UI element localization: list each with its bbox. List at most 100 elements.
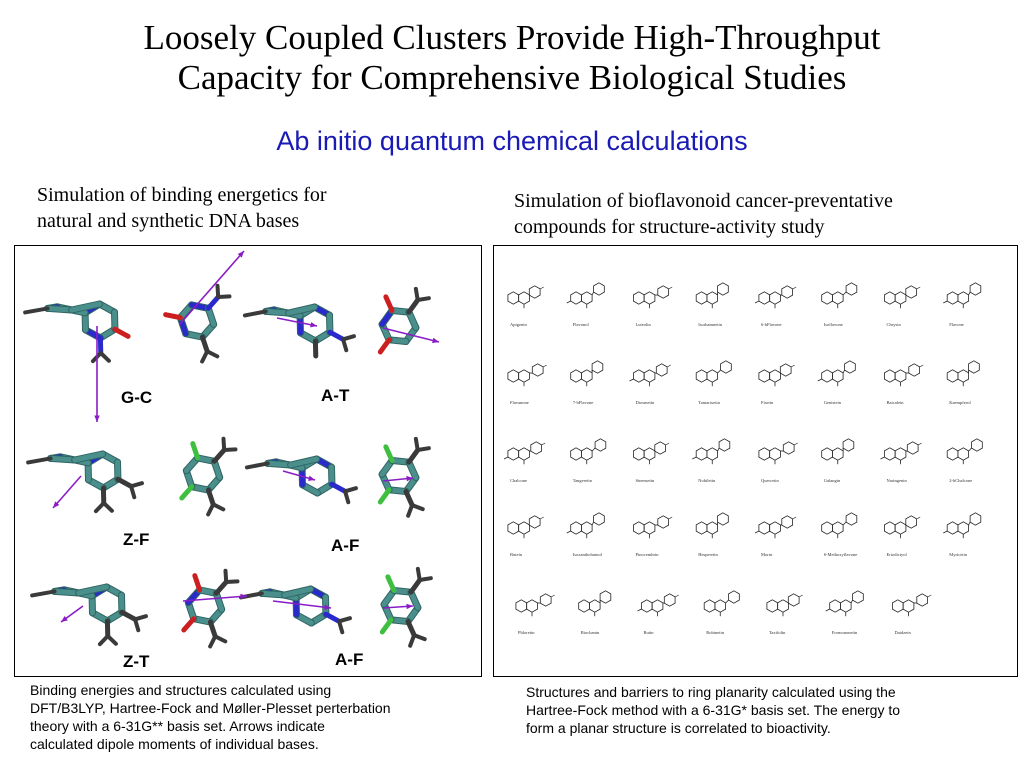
flavonoid-structure-0-6-ring-b [905, 285, 917, 299]
flavonoid-structure-3-0-ring-b [528, 515, 541, 529]
compound-name-label: Baicalein [886, 400, 904, 405]
flavonoid-structure-2-2-hydroxyl [665, 442, 670, 446]
flavonoid-structure-1-2 [629, 363, 671, 387]
compound-name-label: Luteolin [635, 322, 651, 327]
difluorotoluene-molecule-2-substituent-bond [377, 487, 392, 505]
flavonoid-structure-0-0-ring-a [507, 291, 520, 305]
compound-name-label: Apigenin [510, 322, 527, 327]
flavonoid-structure-3-4-ring-c [769, 521, 781, 535]
flavonoid-structure-1-2-ring-c [643, 369, 656, 383]
flavonoid-structure-0-1-hydroxyl-a [566, 300, 571, 304]
difluorotoluene-molecule-substituent-bond [190, 441, 201, 461]
dipole-arrow-difluorotoluene-2-head [406, 603, 413, 610]
flavonoid-structure-0-6 [884, 285, 921, 309]
flavonoid-structure-2-4 [758, 441, 798, 465]
cytosine-molecule-hydrogen-bond [216, 294, 232, 300]
compound-name-label: Formononetin [831, 630, 858, 635]
flavonoid-structure-4-6-ring-b [916, 593, 928, 607]
compound-name-label: Chalcone [510, 478, 527, 483]
thymine-molecule-2-hydrogen-bond [224, 579, 240, 585]
difluorotoluene-molecule-bond [211, 458, 223, 480]
pair-label-af-2: A-F [335, 650, 364, 669]
flavonoid-structure-3-7-ring-link [968, 521, 971, 526]
flavonoid-structure-0-6-hydroxyl [916, 286, 921, 290]
compound-name-label: Pinocembrin [635, 552, 659, 557]
compound-name-label: Butein [510, 552, 522, 557]
compound-name-label: Robinetin [706, 630, 724, 635]
flavonoid-structure-3-7-ring-b [969, 512, 982, 526]
nebularine-z-molecule-2-fused-bond [76, 584, 110, 596]
adenine-molecule-substituent-bond [327, 329, 346, 342]
flavonoid-structure-3-0 [507, 515, 544, 539]
dipole-arrow-nebularine-head [53, 501, 60, 508]
pair-label-at: A-T [321, 386, 350, 405]
nebularine-z-molecule-hydrogen-bond [129, 484, 137, 500]
right-heading-line-2: compounds for structure-activity study [514, 216, 825, 238]
flavonoid-structure-4-2-ring-b [663, 593, 676, 607]
flavonoid-structure-0-4-hydroxyl-a [754, 300, 760, 304]
molecular-structures-figure [23, 250, 440, 649]
left-caption: Binding energies and structures calculat… [30, 681, 480, 753]
compound-name-label: Eriodictyol [886, 552, 907, 557]
flavonoid-structure-3-1-ring-b [593, 512, 605, 526]
thymine-molecule-2-substituent-bond [213, 579, 229, 596]
flavonoid-structure-1-0 [507, 363, 547, 387]
pair-label-zt: Z-T [123, 652, 150, 671]
flavonoid-structure-2-6 [880, 441, 922, 465]
flavonoid-structure-3-2-ring-b [657, 515, 669, 529]
flavonoid-structure-3-1-ring-a [570, 521, 582, 535]
compound-name-label: 6-hFlavone [761, 322, 782, 327]
adenine-molecule-2-fused-bond [288, 456, 320, 468]
flavonoid-structure-0-1 [566, 282, 605, 309]
difluorotoluene-molecule-3-hydrogen-bond [408, 633, 417, 648]
compound-name-label: Chrysin [886, 322, 901, 327]
flavonoid-structure-0-3-ring-a [695, 291, 708, 305]
thymine-molecule-2-substituent-bond [207, 619, 218, 639]
left-heading-line-1: Simulation of binding energetics for [37, 184, 327, 206]
flavonoid-structure-3-6 [884, 515, 921, 539]
flavonoid-structure-2-2-ring-b [654, 441, 666, 455]
flavonoid-structure-0-7-hydroxyl-a [943, 300, 948, 304]
cytosine-molecule-substituent-bond [205, 294, 221, 311]
flavonoid-structure-1-7 [946, 360, 980, 387]
flavonoid-structure-2-7-ring-a [946, 447, 959, 461]
right-caption-line-3: form a planar structure is correlated to… [526, 720, 831, 736]
flavonoid-structure-4-2-hydroxyl [674, 594, 679, 598]
flavonoid-structure-1-2-ring-a [633, 369, 645, 383]
flavonoid-structure-0-1-ring-b [593, 282, 605, 296]
compound-name-label: Flavonol [572, 322, 589, 327]
compound-name-label: Naringenin [886, 478, 907, 483]
flavonoid-structure-3-4-ring-b [781, 515, 793, 529]
dipole-arrow-cytosine [179, 250, 245, 325]
flavonoid-structure-2-6-hydroxyl-a [880, 456, 885, 460]
flavonoid-structure-4-6-ring-c [902, 599, 915, 613]
thymine-molecule-substituent-bond [377, 337, 392, 355]
flavonoid-structure-0-0-ring-c [518, 291, 530, 305]
flavonoid-structure-2-1-ring-link [591, 447, 596, 452]
flavonoid-structure-3-7-hydroxyl-a [943, 530, 948, 534]
adenine-molecule-3-fused-bond [259, 590, 288, 598]
page-title: Loosely Coupled Clusters Provide High-Th… [0, 18, 1024, 98]
left-heading-line-2: natural and synthetic DNA bases [37, 210, 300, 232]
flavonoid-structure-4-3 [703, 590, 740, 617]
flavonoid-structure-4-1-ring-c [589, 599, 601, 613]
flavonoid-structure-3-6-ring-a [884, 521, 896, 535]
difluorotoluene-molecule-3-hydrogen-bond [417, 576, 433, 583]
flavonoid-structure-2-0-hydroxyl [541, 442, 546, 446]
compound-name-label: Tangeretin [572, 478, 592, 483]
flavonoid-structure-1-5 [817, 360, 856, 387]
flavonoid-structure-2-5-ring-a [821, 447, 833, 461]
flavonoid-structure-2-7-ring-c [957, 447, 969, 461]
flavonoid-structure-2-0-hydroxyl-a [503, 456, 509, 460]
left-caption-line-4: calculated dipole moments of individual … [30, 736, 319, 752]
compound-name-label: Nobiletin [698, 478, 716, 483]
cytosine-molecule-hydrogen-bond [200, 349, 210, 364]
flavonoid-structure-3-5-ring-link [842, 521, 847, 526]
adenine-molecule-hydrogen-bond [341, 337, 349, 353]
nebularine-z-molecule-2-methyl-bond [30, 589, 57, 598]
flavonoid-structure-4-6-ring-a [892, 599, 904, 613]
flavonoid-structure-3-2-ring-a [633, 521, 645, 535]
flavonoid-structure-2-0-ring-a [507, 447, 520, 461]
flavonoid-structure-1-4-ring-a [758, 369, 771, 383]
adenine-molecule-2-substituent-bond [329, 481, 348, 494]
